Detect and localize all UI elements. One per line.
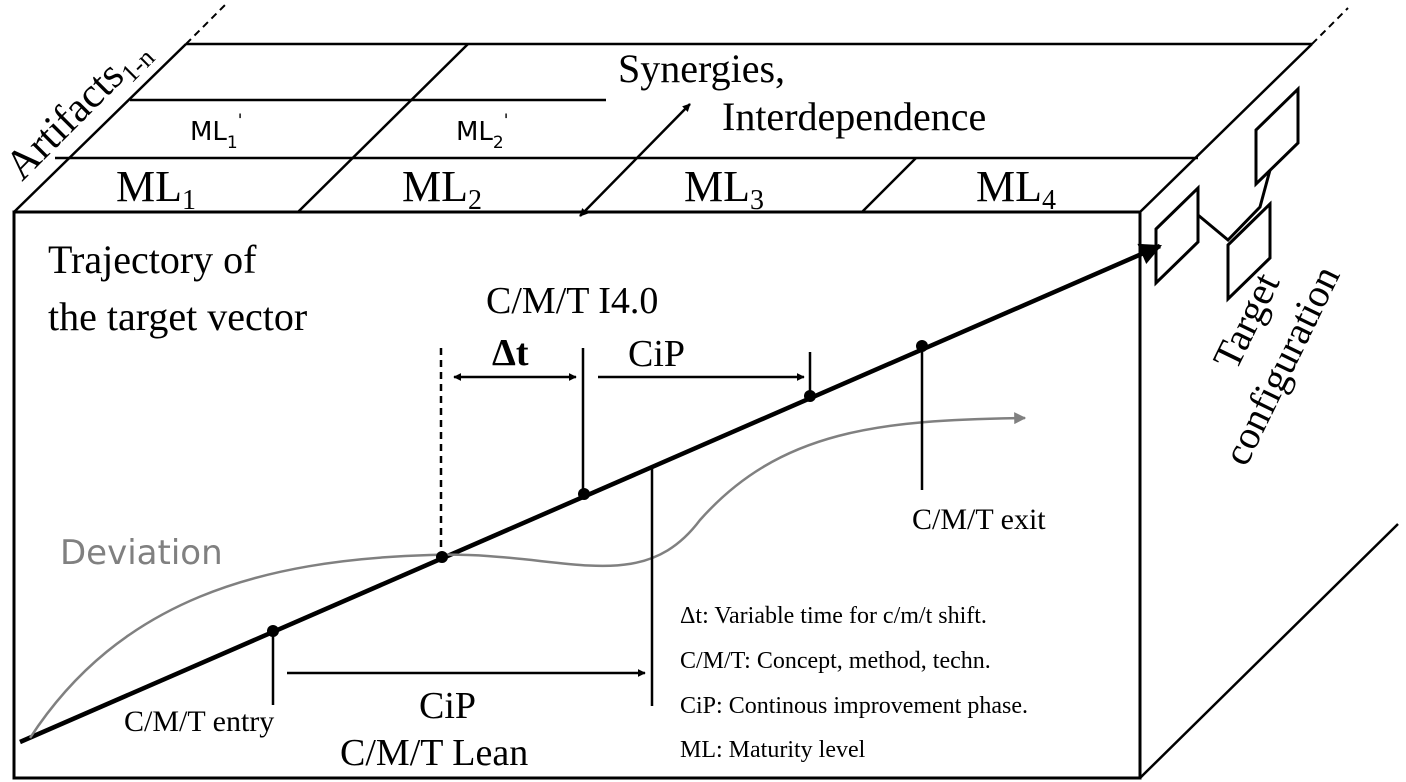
- deltat-label: Δt: [492, 332, 529, 374]
- config-connector: [1197, 169, 1272, 243]
- config-box-3: [1226, 200, 1272, 303]
- point-entry: [267, 625, 279, 637]
- ml1-prime-label: ML1': [190, 111, 242, 153]
- legend-item-deltat: Δt: Variable time for c/m/t shift.: [680, 603, 987, 629]
- synergies-line2: Interdependence: [722, 94, 986, 139]
- trajectory-points: [267, 340, 928, 637]
- corner-dash: [1311, 7, 1349, 45]
- legend-item-ml: ML: Maturity level: [680, 737, 866, 763]
- ml2-prime-label: ML2': [456, 111, 508, 153]
- top-right-edge: [1139, 43, 1313, 213]
- cmt-i40-label: C/M/T I4.0: [486, 280, 658, 322]
- config-box-1: [1154, 184, 1200, 287]
- point-cip-end: [804, 390, 816, 402]
- legend-item-cmt: C/M/T: Concept, method, techn.: [680, 648, 991, 674]
- cmt-entry-label: C/M/T entry: [124, 705, 274, 738]
- cmt-exit-label: C/M/T exit: [912, 503, 1046, 536]
- cip-lower-line2: C/M/T Lean: [340, 732, 528, 774]
- point-exit: [916, 340, 928, 352]
- artifacts-dash: [185, 1, 229, 45]
- cip-lower-line1: CiP: [419, 685, 476, 727]
- trajectory-line2: the target vector: [48, 294, 307, 339]
- front-face: [12, 210, 1142, 780]
- ml3-label: ML3: [684, 162, 764, 216]
- labels: Artifacts1-n ML1' ML2' ML1 ML2 ML3 ML4 S…: [0, 43, 1349, 774]
- config-box-2: [1254, 85, 1300, 188]
- ml4-label: ML4: [976, 162, 1056, 216]
- top-left-edge: [13, 43, 187, 213]
- deviation-curve: [28, 412, 1027, 739]
- point-deltat: [436, 551, 448, 563]
- ml2-label: ML2: [402, 162, 482, 216]
- top-divider-2: [861, 157, 917, 213]
- top-divider-1: [297, 43, 469, 213]
- synergies-line1: Synergies,: [618, 46, 785, 91]
- legend-item-cip: CiP: Continous improvement phase.: [680, 693, 1028, 719]
- box-structure: [12, 1, 1399, 780]
- point-i40: [578, 488, 590, 500]
- legend: Δt: Variable time for c/m/t shift. C/M/T…: [680, 603, 1028, 763]
- synergy-arrow: [579, 103, 691, 217]
- right-bottom-edge: [1139, 523, 1399, 779]
- deviation-label: Deviation: [60, 533, 223, 573]
- cip-upper-label: CiP: [628, 333, 685, 375]
- target-configuration-boxes: [1154, 85, 1300, 303]
- trajectory-line1: Trajectory of: [48, 237, 257, 282]
- ml1-label: ML1: [116, 162, 196, 216]
